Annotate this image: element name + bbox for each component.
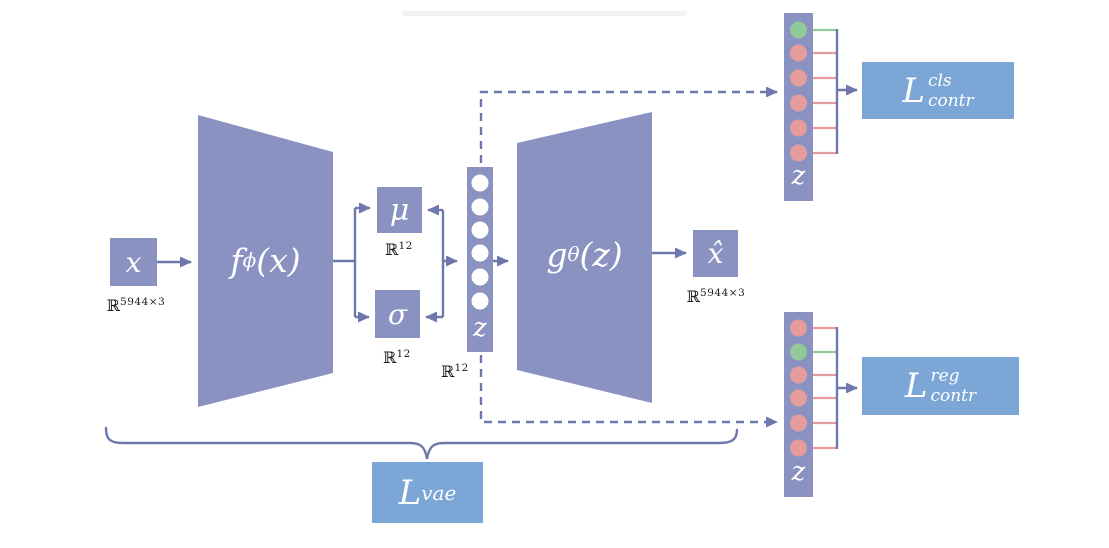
decoder-fn: g xyxy=(546,234,568,274)
output-xhat-label: x̂ xyxy=(707,237,724,270)
encoder-trapezoid xyxy=(198,115,333,407)
latent-z-text: z xyxy=(473,313,487,343)
real-set-symbol: ℝ xyxy=(385,240,399,259)
loss-reg-base: L xyxy=(904,366,928,406)
reg-circle xyxy=(790,343,807,361)
encoder-fn-arg: (x) xyxy=(256,240,301,280)
cls-z-text: z xyxy=(791,161,806,191)
real-set-symbol: ℝ xyxy=(383,348,397,367)
reg-z-label: z xyxy=(784,459,813,485)
output-dim-label: ℝ5944×3 xyxy=(668,288,764,305)
input-x-box: x xyxy=(110,238,157,286)
encoder-fn-subscript: ϕ xyxy=(242,248,257,272)
input-dim-label: ℝ5944×3 xyxy=(88,297,184,314)
dashed-arrow-latent-to-cls xyxy=(479,86,778,163)
cls-circle xyxy=(790,69,807,87)
latent-circle xyxy=(471,244,489,262)
cls-circle xyxy=(790,44,807,62)
latent-circle xyxy=(471,174,489,192)
loss-vae-base: L xyxy=(398,472,422,513)
cls-circle xyxy=(790,144,807,162)
real-set-symbol: ℝ xyxy=(686,287,701,306)
loss-reg-superscript: reg xyxy=(930,366,960,387)
cls-circle xyxy=(790,119,807,137)
output-dim-exponent: 5944×3 xyxy=(700,287,746,299)
loss-cls-subscript: contr xyxy=(927,90,974,111)
encoder-fn: f xyxy=(230,240,243,280)
latent-z-label: z xyxy=(467,315,493,341)
vae-underbrace xyxy=(104,426,739,460)
latent-dim-label: ℝ12 xyxy=(431,363,479,380)
cls-circle xyxy=(790,94,807,112)
reg-circle xyxy=(790,319,807,337)
reg-z-text: z xyxy=(791,457,806,487)
real-set-symbol: ℝ xyxy=(106,296,121,315)
decoder-fn-arg: (z) xyxy=(579,234,623,274)
decoder-fn-subscript: θ xyxy=(567,242,580,266)
loss-vae-subscript: vae xyxy=(421,480,457,505)
reg-circle xyxy=(790,439,807,457)
mu-dim-exponent: 12 xyxy=(398,240,413,252)
sigma-box: σ xyxy=(375,290,420,338)
input-dim-exponent: 5944×3 xyxy=(120,296,166,308)
latent-circle xyxy=(471,268,489,286)
reg-embedding-column xyxy=(784,312,839,497)
latent-circle xyxy=(471,198,489,216)
mu-label: μ xyxy=(389,192,410,228)
loss-cls-base: L xyxy=(902,70,925,111)
cls-circle xyxy=(790,21,807,39)
mu-dim-label: ℝ12 xyxy=(373,241,425,258)
reg-circle xyxy=(790,366,807,384)
input-x-label: x xyxy=(125,245,142,279)
latent-circle xyxy=(471,221,489,239)
top-shadow-artifact xyxy=(402,11,687,16)
real-set-symbol: ℝ xyxy=(441,362,455,381)
loss-cls-superscript: cls xyxy=(927,70,952,91)
latent-dim-exponent: 12 xyxy=(454,362,469,374)
reg-circle xyxy=(790,414,807,432)
sigma-dim-exponent: 12 xyxy=(396,348,411,360)
latent-circle xyxy=(471,292,489,310)
sigma-label: σ xyxy=(387,297,408,331)
mu-box: μ xyxy=(377,187,422,233)
decoder-trapezoid xyxy=(517,112,652,403)
sigma-dim-label: ℝ12 xyxy=(371,349,423,366)
loss-reg-subscript: contr xyxy=(930,386,977,406)
cls-embedding-column xyxy=(784,13,839,201)
latent-column xyxy=(467,167,493,352)
cls-z-label: z xyxy=(784,163,813,189)
output-xhat-box: x̂ xyxy=(693,230,738,277)
reg-circle xyxy=(790,389,807,407)
